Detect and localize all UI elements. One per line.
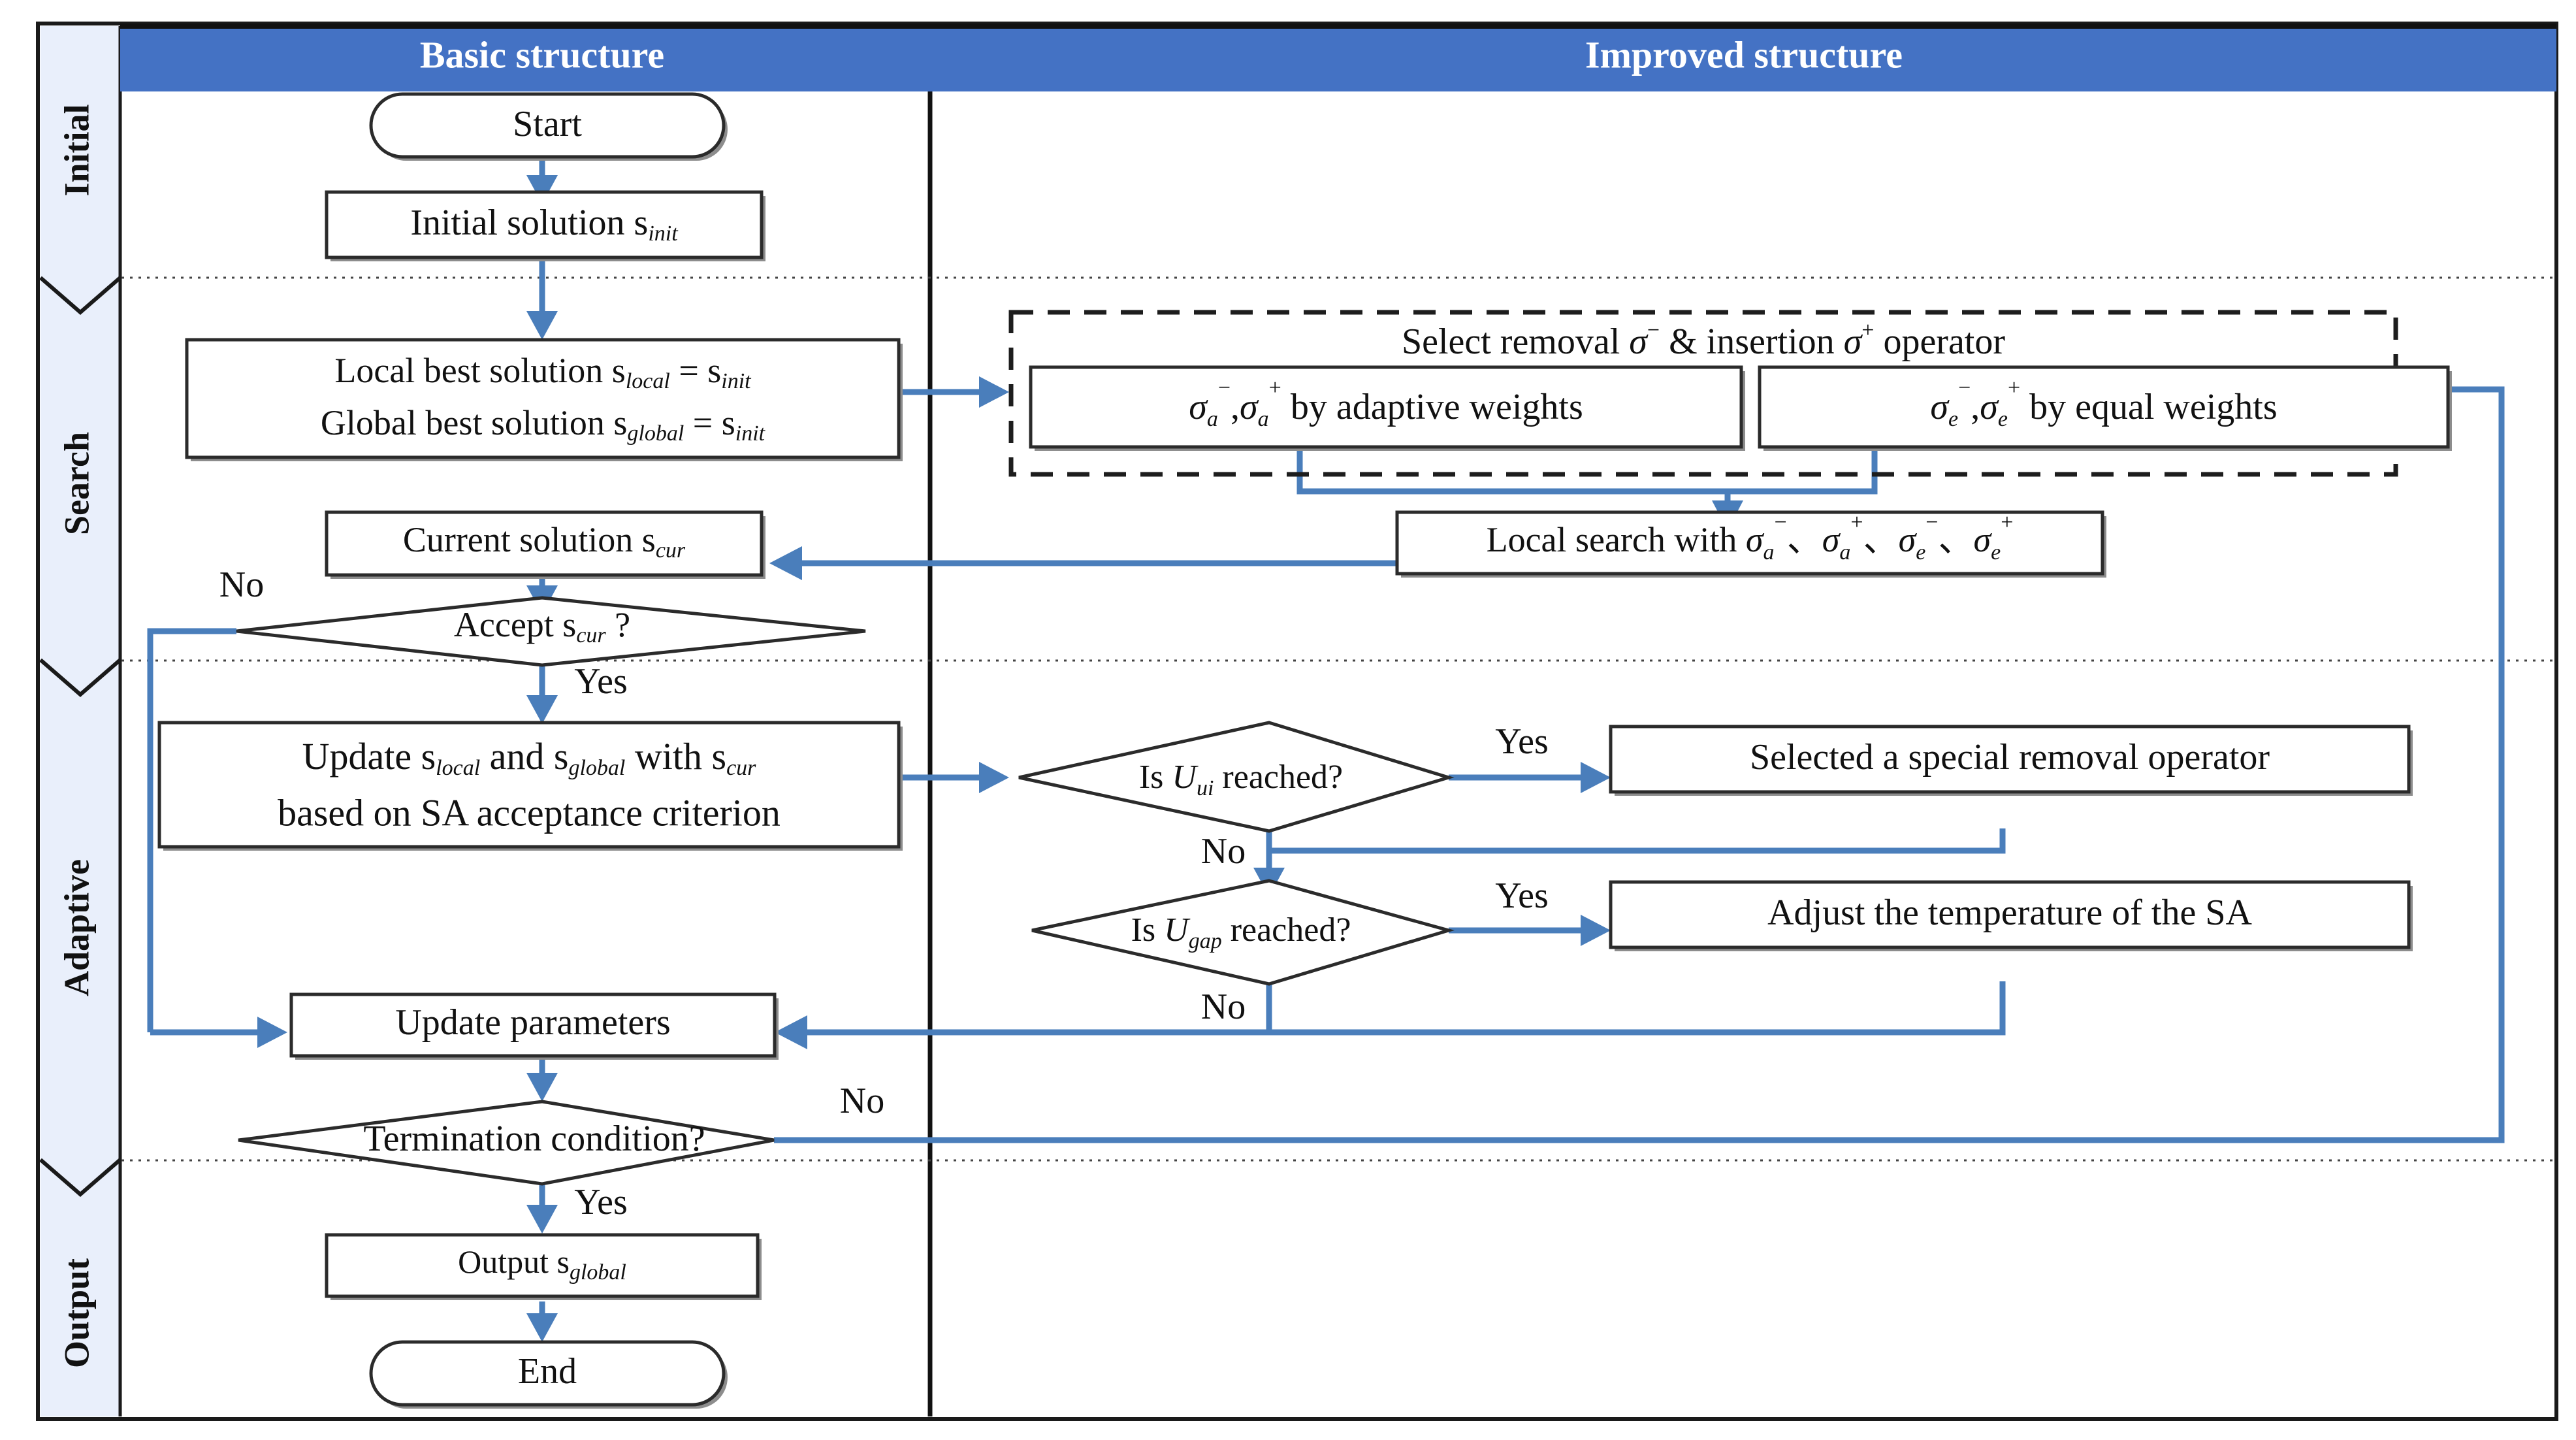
edge-into-update-params-arrow xyxy=(775,1015,807,1049)
edge-label-termination-yes: Yes xyxy=(574,1182,627,1222)
lane-label-search: Search xyxy=(57,432,96,535)
node-best-solutions-line1: Local best solution slocal = sinit xyxy=(334,351,752,393)
node-adaptive-weights: σa−,σa+ by adaptive weights xyxy=(1029,365,1745,451)
edge-output-to-end-arrow xyxy=(526,1313,558,1342)
node-adjust-temperature-label: Adjust the temperature of the SA xyxy=(1767,892,2252,933)
edge-ugap-yes-arrow xyxy=(1581,915,1611,946)
edge-label-ugap-yes: Yes xyxy=(1495,875,1548,916)
node-adjust-temperature: Adjust the temperature of the SA xyxy=(1609,880,2413,951)
node-output-global: Output sglobal xyxy=(325,1233,762,1300)
lane-chevron-search-adaptive xyxy=(39,658,121,697)
edge-adjust-temp-back xyxy=(798,981,2006,1036)
node-termination-label: Termination condition? xyxy=(363,1119,705,1159)
edge-label-uui-no: No xyxy=(1201,831,1246,872)
edge-update-to-uui-arrow xyxy=(979,762,1009,793)
node-current-solution-label: Current solution scur xyxy=(403,520,686,562)
node-update-parameters: Update parameters xyxy=(289,992,779,1060)
node-equal-weights: σe−,σe+ by equal weights xyxy=(1758,365,2452,451)
edge-initial-to-best-arrow xyxy=(526,311,558,340)
lane-chevron-initial-search xyxy=(39,276,121,315)
node-update-block-line2: based on SA acceptance criterion xyxy=(278,791,781,834)
edge-adaptive-weights-merge xyxy=(1296,451,1728,495)
edge-label-ugap-no: No xyxy=(1201,987,1246,1027)
node-initial-solution-label: Initial solution sinit xyxy=(410,203,679,246)
node-update-block: Update slocal and sglobal with scur base… xyxy=(157,721,903,851)
node-is-uui-label: Is Uui reached? xyxy=(1139,759,1343,800)
edge-termination-yes-arrow xyxy=(526,1205,558,1234)
lane-label-initial: Initial xyxy=(57,104,96,196)
node-current-solution: Current solution scur xyxy=(325,510,765,579)
lane-chevron-adaptive-output xyxy=(39,1158,121,1197)
node-best-solutions-line2: Global best solution sglobal = sinit xyxy=(321,403,766,445)
node-update-block-line1: Update slocal and sglobal with scur xyxy=(302,735,757,779)
node-output-global-label: Output sglobal xyxy=(458,1243,626,1284)
edge-local-search-to-current-arrow xyxy=(769,546,802,580)
edge-equal-weights-merge xyxy=(1728,451,1878,495)
header-basic-structure: Basic structure xyxy=(420,33,664,76)
node-special-removal-label: Selected a special removal operator xyxy=(1750,737,2270,777)
edge-accept-no-arrow xyxy=(257,1017,287,1048)
node-update-parameters-label: Update parameters xyxy=(395,1002,670,1043)
edge-uui-yes-arrow xyxy=(1581,762,1611,793)
node-equal-weights-label: σe−,σe+ by equal weights xyxy=(1930,376,2277,431)
edge-label-accept-yes: Yes xyxy=(574,661,627,702)
edge-start-to-initial-arrow xyxy=(526,175,558,204)
node-end: End xyxy=(369,1340,728,1409)
node-end-label: End xyxy=(518,1351,577,1392)
node-accept-decision-label: Accept scur ? xyxy=(454,605,630,647)
edge-label-accept-no: No xyxy=(219,565,264,605)
node-initial-solution: Initial solution sinit xyxy=(325,190,765,261)
node-start-label: Start xyxy=(513,104,582,144)
node-is-ugap-label: Is Ugap reached? xyxy=(1131,911,1351,953)
header-improved-structure: Improved structure xyxy=(1585,33,1903,76)
node-local-search-label: Local search with σa−、σa+、σe−、σe+ xyxy=(1487,510,2014,565)
node-is-uui-decision: Is Uui reached? xyxy=(1018,721,1455,833)
edge-label-uui-yes: Yes xyxy=(1495,721,1548,762)
header-bar xyxy=(120,26,2556,91)
edge-label-termination-no: No xyxy=(840,1081,884,1121)
lane-label-adaptive: Adaptive xyxy=(57,859,96,996)
edge-accept-yes-arrow xyxy=(526,695,558,724)
lane-band xyxy=(40,26,120,1416)
edge-accept-no-path xyxy=(147,628,236,1032)
node-adaptive-weights-label: σa−,σa+ by adaptive weights xyxy=(1189,376,1583,431)
edge-update-params-arrow xyxy=(526,1073,558,1102)
node-special-removal-operator: Selected a special removal operator xyxy=(1609,725,2413,796)
edge-special-removal-back xyxy=(1269,828,2006,854)
node-accept-decision: Accept scur ? xyxy=(236,596,866,667)
edge-best-to-select-arrow xyxy=(979,376,1009,408)
node-select-operator-title: Select removal σ− & insertion σ+ operato… xyxy=(1402,318,2005,362)
node-local-search: Local search with σa−、σa+、σe−、σe+ xyxy=(1395,510,2106,578)
node-termination-decision: Termination condition? xyxy=(238,1100,775,1186)
node-best-solutions: Local best solution slocal = sinit Globa… xyxy=(185,338,903,461)
node-is-ugap-decision: Is Ugap reached? xyxy=(1031,879,1455,986)
node-start: Start xyxy=(369,92,728,161)
lane-label-output: Output xyxy=(57,1258,96,1368)
